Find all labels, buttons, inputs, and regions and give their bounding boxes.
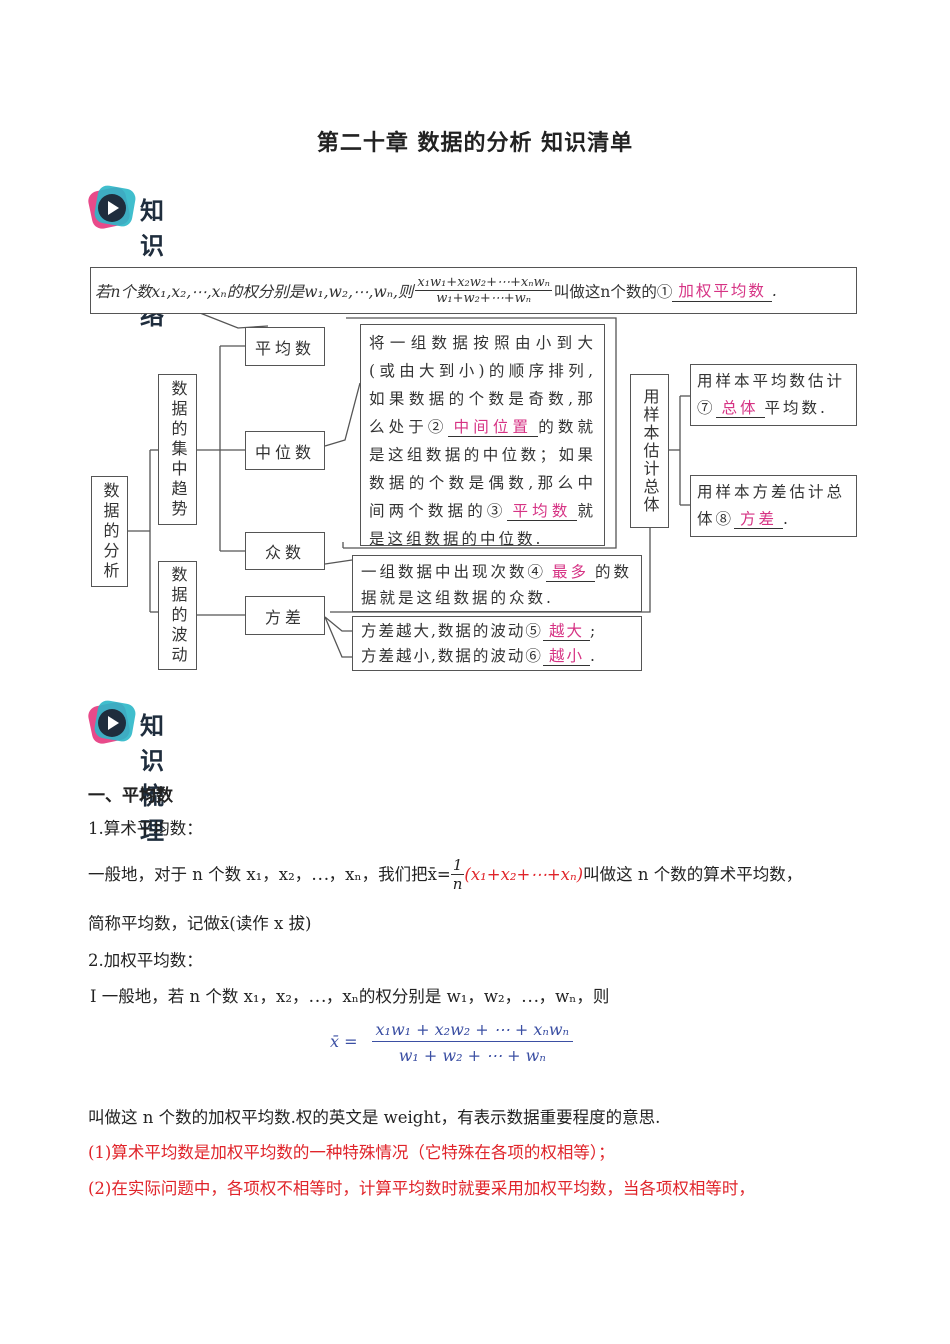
- definition-end: .: [771, 281, 777, 300]
- answer-6: 越小: [542, 647, 590, 666]
- play-logo-icon: [88, 185, 136, 229]
- fraction-numerator: x₁w₁+x₂w₂+⋯+xₙwₙ: [415, 275, 552, 291]
- median-node: 中位数: [245, 431, 325, 470]
- formula-lhs: x̄ =: [330, 1032, 358, 1051]
- sample-var-text-2: .: [783, 510, 791, 528]
- mode-node: 众数: [245, 532, 325, 570]
- mean-node: 平均数: [245, 327, 325, 366]
- central-tendency-node: 数据的集中趋势: [158, 374, 197, 525]
- sample-var-text-1: 用样本方差估计总体⑧: [697, 483, 846, 528]
- median-description: 将一组数据按照由小到大(或由大到小)的顺序排列,如果数据的个数是奇数,那么处于②…: [360, 324, 605, 548]
- page-title: 第二十章 数据的分析 知识清单: [316, 131, 634, 156]
- mode-text-1: 一组数据中出现次数④: [361, 563, 547, 581]
- variance-text-2: 方差越小,数据的波动⑥: [361, 647, 543, 665]
- weighted-mean-fraction: x₁w₁+x₂w₂+⋯+xₙwₙ w₁+w₂+⋯+wₙ: [415, 275, 552, 306]
- one-over-n-fraction: 1 n: [450, 856, 465, 893]
- variance-node: 方差: [245, 596, 325, 635]
- note-2: (2)在实际问题中，各项权不相等时，计算平均数时就要采用加权平均数，当各项权相等…: [88, 1179, 755, 1198]
- answer-5: 越大: [542, 622, 590, 641]
- frac-den: n: [452, 875, 463, 893]
- note-1: (1)算术平均数是加权平均数的一种特殊情况（它特殊在各项的权相等）；: [88, 1143, 615, 1162]
- weighted-mean-note: 叫做这 n 个数的加权平均数.权的英文是 weight，有表示数据重要程度的意思…: [88, 1108, 661, 1127]
- median-text-1: 将一组数据按照由小到大(或由大到小)的顺序排列,如果数据的个数是奇数,那么处于②: [369, 334, 596, 436]
- arithmetic-mean-notation: 简称平均数，记做x̄(读作 x 拔): [88, 914, 312, 933]
- answer-1: 加权平均数: [672, 279, 772, 302]
- play-logo-icon: [88, 700, 136, 744]
- variance-end-2: .: [589, 647, 597, 665]
- subheading-weighted-mean: 2.加权平均数：: [88, 951, 203, 970]
- sample-estimate-node: 用样本估计总体: [630, 374, 669, 528]
- variance-text-1: 方差越大,数据的波动⑤: [361, 622, 543, 640]
- median-text-2: 的数就是这组数据的中位数；如果数据的个数是偶数,那么中间两个数据的③: [369, 418, 596, 520]
- frac-num: 1: [450, 856, 465, 875]
- fluctuation-node: 数据的波动: [158, 561, 197, 670]
- answer-8: 方差: [734, 510, 784, 529]
- definition-prefix: 若n个数x₁,x₂,⋯,xₙ的权分别是w₁,w₂,⋯,wₙ,则: [95, 282, 414, 301]
- heading-mean: 一、平均数: [88, 786, 173, 806]
- formula-denominator: w₁ + w₂ + ⋯ + wₙ: [398, 1046, 546, 1065]
- answer-3: 平均数: [506, 502, 578, 521]
- answer-4: 最多: [546, 563, 596, 582]
- arithmetic-mean-definition: 一般地，对于 n 个数 x₁，x₂，⋯，xₙ，我们把x̄= 1 n (x₁+x₂…: [88, 856, 868, 893]
- formula-fraction: x₁w₁ + x₂w₂ + ⋯ + xₙwₙ w₁ + w₂ + ⋯ + wₙ: [371, 1018, 574, 1065]
- answer-2: 中间位置: [447, 418, 539, 437]
- root-node: 数据的分析: [91, 476, 128, 587]
- weighted-mean-formula: x̄ = x₁w₁ + x₂w₂ + ⋯ + xₙwₙ w₁ + w₂ + ⋯ …: [330, 1018, 630, 1065]
- arith-text-a: 一般地，对于 n 个数 x₁，x₂，⋯，xₙ，我们把x̄=: [88, 864, 451, 884]
- section-label: 知识梳理: [140, 712, 166, 845]
- subheading-arithmetic-mean: 1.算术平均数：: [88, 819, 203, 838]
- formula-numerator: x₁w₁ + x₂w₂ + ⋯ + xₙwₙ: [371, 1018, 574, 1042]
- sample-mean-text-1: 用样本平均数估计⑦: [697, 372, 846, 417]
- mode-text-2: 的数据就是这组数据的众数.: [361, 563, 633, 607]
- weighted-mean-intro: I 一般地，若 n 个数 x₁，x₂，⋯，xₙ的权分别是 w₁，w₂，⋯，wₙ，…: [90, 987, 610, 1006]
- fraction-denominator: w₁+w₂+⋯+wₙ: [436, 291, 532, 306]
- concept-map-lines: [128, 312, 690, 658]
- sum-expression: (x₁+x₂+⋯+xₙ): [464, 864, 584, 884]
- answer-7: 总体: [715, 399, 765, 418]
- median-text-3: 就是这组数据的中位数.: [369, 502, 596, 548]
- variance-end-1: ;: [589, 622, 598, 640]
- sample-mean-text-2: 平均数.: [764, 399, 828, 417]
- weighted-mean-definition-box: 若n个数x₁,x₂,⋯,xₙ的权分别是w₁,w₂,⋯,wₙ,则 x₁w₁+x₂w…: [90, 267, 857, 314]
- arith-text-b: 叫做这 n 个数的算术平均数，: [583, 864, 803, 884]
- definition-suffix: 叫做这n个数的①: [553, 282, 673, 301]
